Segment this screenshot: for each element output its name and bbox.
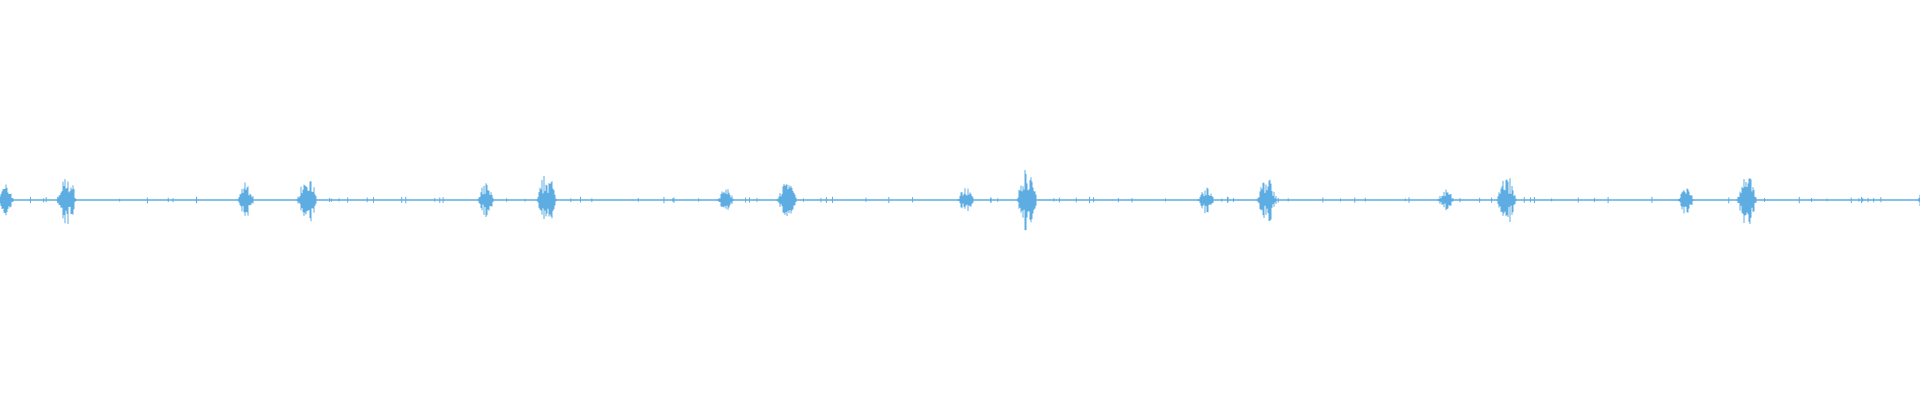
audio-waveform [0,169,1920,231]
